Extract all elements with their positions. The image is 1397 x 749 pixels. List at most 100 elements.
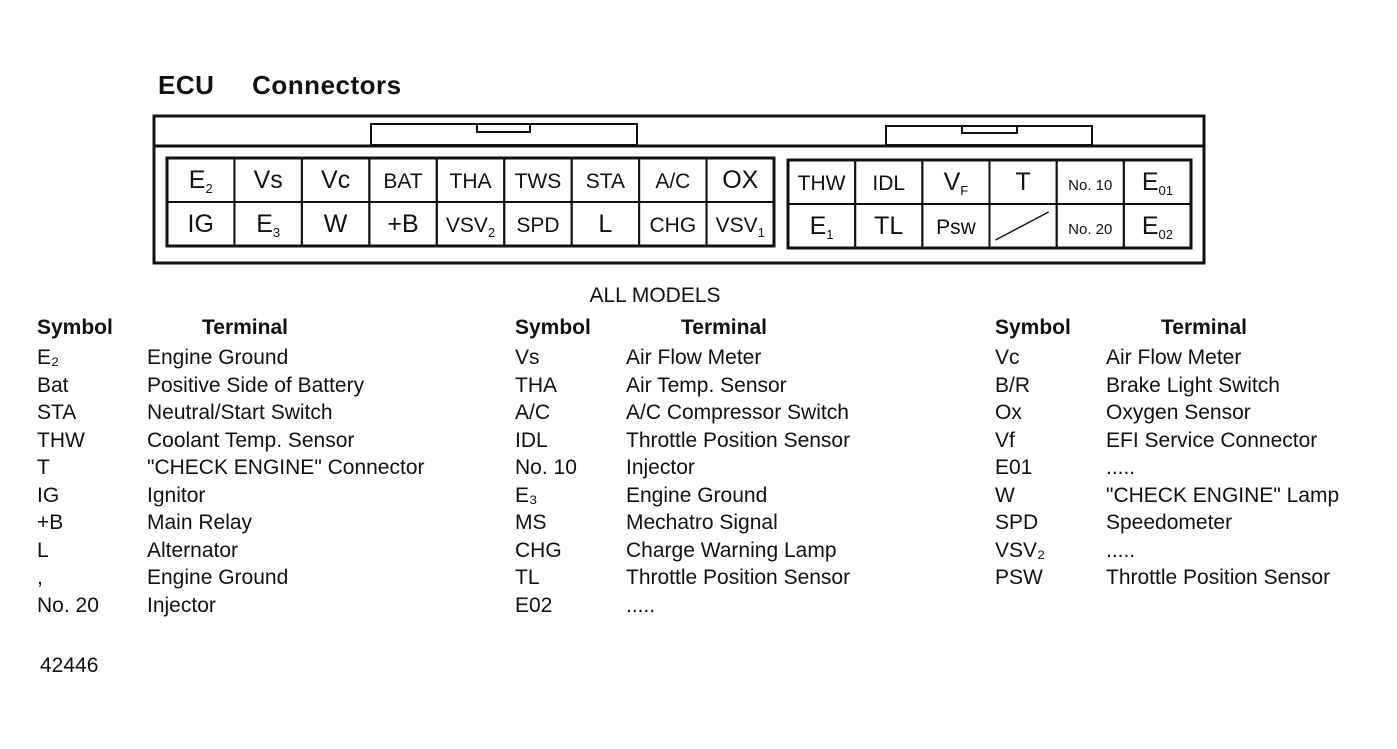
- symbol-header: Symbol: [995, 316, 1071, 339]
- right-pin-label: E02: [1142, 212, 1173, 242]
- symbol-text: A/C: [515, 401, 551, 424]
- right-pin-label: E1: [810, 212, 834, 242]
- right-pin-label: THW: [798, 172, 846, 195]
- terminal-text: Throttle Position Sensor: [1106, 566, 1331, 589]
- symbol-text: Vs: [515, 346, 540, 369]
- right-pin-label: Psw: [936, 216, 977, 239]
- latch-right-notch: [961, 125, 1018, 134]
- terminal-text: Brake Light Switch: [1106, 373, 1280, 397]
- symbol-text: THW: [37, 428, 85, 452]
- left-pin-label: SPD: [516, 214, 559, 237]
- left-pin-cell: [705, 201, 775, 247]
- terminal-text: Engine Ground: [147, 566, 289, 589]
- terminal-text: .....: [1106, 456, 1136, 479]
- symbol-header: Symbol: [37, 316, 113, 339]
- right-pin-label: No. 20: [1068, 221, 1112, 238]
- terminal-text: Neutral/Start Switch: [147, 401, 333, 424]
- terminal-text: Air Flow Meter: [626, 346, 762, 369]
- symbol-text: SPD: [995, 511, 1039, 534]
- right-pin-label: VF: [944, 168, 969, 198]
- left-pin-label: BAT: [383, 170, 422, 193]
- connector-housing: [152, 114, 1206, 265]
- left-pin-label: E2: [189, 166, 213, 196]
- symbol-text: Ox: [995, 401, 1022, 424]
- symbol-text: +B: [37, 511, 64, 534]
- terminal-text: Throttle Position Sensor: [626, 566, 851, 589]
- symbol-text: ,: [37, 566, 43, 589]
- symbol-text: T: [37, 456, 50, 479]
- symbol-text: E02: [515, 593, 553, 617]
- right-pin-label: T: [1015, 168, 1030, 196]
- unused-pin-slash: [995, 211, 1050, 241]
- terminal-text: Speedometer: [1106, 511, 1233, 534]
- terminal-header: Terminal: [1161, 316, 1247, 339]
- left-pin-label: OX: [722, 166, 758, 194]
- latch-right: [885, 125, 1093, 146]
- terminal-text: Injector: [147, 593, 216, 617]
- left-pin-label: L: [598, 210, 612, 238]
- left-pin-label: THA: [450, 170, 492, 193]
- left-pin-label: E3: [256, 210, 280, 240]
- terminal-text: Ignitor: [147, 483, 206, 507]
- diagram-title: ECU Connectors: [158, 70, 432, 101]
- terminal-text: A/C Compressor Switch: [626, 401, 849, 424]
- latch-left-notch: [476, 123, 531, 133]
- symbol-text: L: [37, 538, 49, 562]
- symbol-text: W: [995, 483, 1015, 507]
- terminal-text: Throttle Position Sensor: [626, 428, 851, 452]
- terminal-text: Air Temp. Sensor: [626, 373, 787, 397]
- symbol-header: Symbol: [515, 316, 591, 339]
- latch-left: [370, 123, 638, 146]
- terminal-text: Main Relay: [147, 511, 253, 534]
- terminal-text: .....: [626, 593, 656, 617]
- terminal-text: Alternator: [147, 538, 239, 562]
- left-pin-label: A/C: [655, 170, 690, 193]
- symbol-text: VSV₂: [995, 538, 1046, 562]
- symbol-text: TL: [515, 566, 540, 589]
- terminal-text: Mechatro Signal: [626, 511, 778, 534]
- right-pin-label: No. 10: [1068, 177, 1112, 194]
- models-label: ALL MODELS: [589, 284, 721, 307]
- symbol-text: THA: [515, 373, 557, 397]
- right-pin-cell: [1122, 203, 1193, 249]
- title-connectors: Connectors: [252, 70, 402, 100]
- terminal-text: "CHECK ENGINE" Lamp: [1106, 483, 1340, 507]
- symbol-text: E₂: [37, 346, 60, 369]
- terminal-header: Terminal: [681, 316, 767, 339]
- terminal-text: Air Flow Meter: [1106, 346, 1242, 369]
- symbol-text: E₃: [515, 483, 538, 507]
- left-pin-label: W: [324, 210, 348, 238]
- terminal-text: Oxygen Sensor: [1106, 401, 1251, 424]
- left-pin-label: +B: [387, 210, 418, 238]
- symbol-text: IG: [37, 483, 60, 507]
- terminal-text: Engine Ground: [147, 346, 289, 369]
- terminal-header: Terminal: [202, 316, 288, 339]
- terminal-text: Positive Side of Battery: [147, 373, 365, 397]
- symbol-text: No. 10: [515, 456, 577, 479]
- symbol-text: No. 20: [37, 593, 99, 617]
- symbol-text: Vf: [995, 428, 1015, 452]
- terminal-text: Injector: [626, 456, 695, 479]
- symbol-text: MS: [515, 511, 547, 534]
- figure-number: 42446: [40, 654, 99, 677]
- right-pin-label: IDL: [872, 172, 905, 195]
- left-pin-label: CHG: [649, 214, 696, 237]
- left-pin-label: STA: [586, 170, 625, 193]
- left-pin-label: Vs: [254, 166, 283, 194]
- terminal-text: Engine Ground: [626, 483, 768, 507]
- terminal-text: "CHECK ENGINE" Connector: [147, 456, 425, 479]
- symbol-text: Bat: [37, 373, 69, 397]
- terminal-text: Charge Warning Lamp: [626, 538, 837, 562]
- symbol-text: Vc: [995, 346, 1020, 369]
- symbol-text: IDL: [515, 428, 548, 452]
- symbol-text: PSW: [995, 566, 1043, 589]
- left-pin-label: VSV1: [716, 214, 765, 240]
- symbol-text: CHG: [515, 538, 562, 562]
- left-pin-label: Vc: [321, 166, 350, 194]
- right-pin-label: TL: [874, 212, 903, 240]
- left-pin-label: VSV2: [446, 214, 495, 240]
- terminal-text: Coolant Temp. Sensor: [147, 428, 355, 452]
- symbol-text: E01: [995, 456, 1033, 479]
- left-pin-label: TWS: [515, 170, 562, 193]
